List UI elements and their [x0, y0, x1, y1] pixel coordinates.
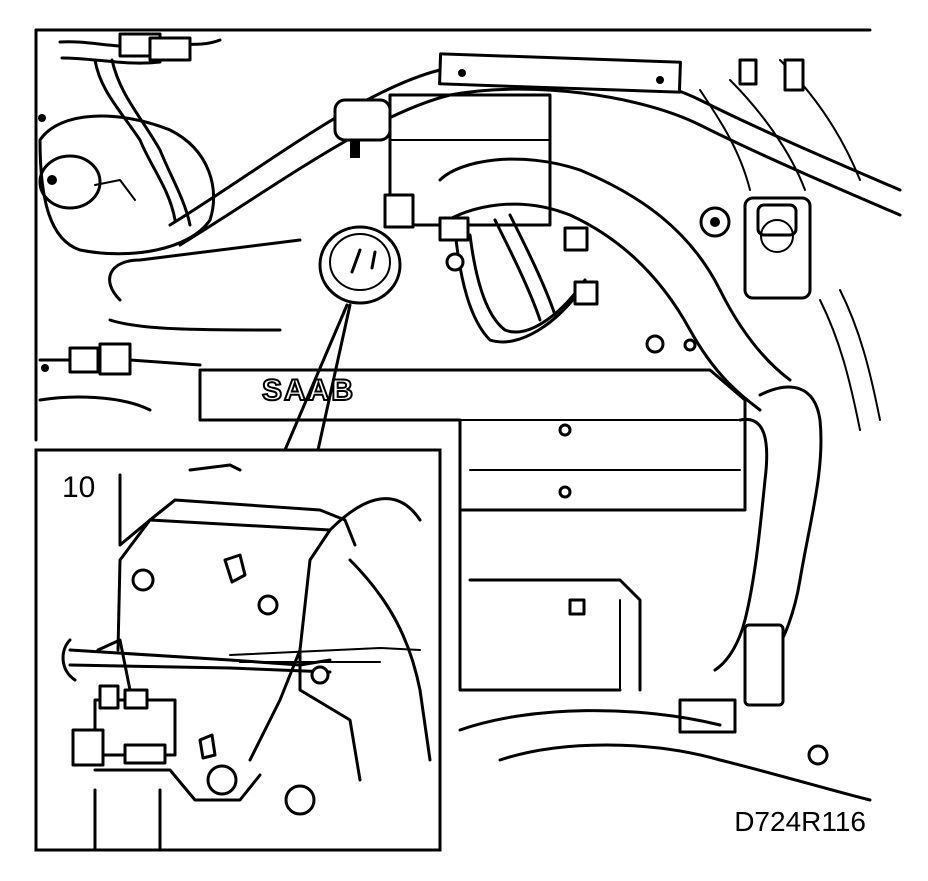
detail-inset	[34, 448, 442, 852]
injector-lines	[438, 213, 599, 344]
strut-tower	[38, 114, 216, 256]
engine-block	[458, 508, 642, 692]
strut-brace	[168, 52, 902, 247]
left-bay-items	[38, 238, 302, 412]
callout-number: 10	[62, 471, 96, 504]
ignition-cap	[318, 225, 402, 305]
center-bracket	[333, 93, 552, 229]
engine-brand-label: SAAB	[262, 374, 355, 407]
main-view-frame	[34, 28, 872, 442]
right-wiring	[699, 58, 881, 431]
leader-lines	[283, 303, 352, 452]
figure-code: D724R116	[734, 806, 866, 837]
valve-cover: SAAB	[198, 334, 747, 512]
lower-right-connector	[458, 623, 872, 802]
brake-booster	[699, 196, 812, 300]
intake-tube	[438, 157, 823, 672]
upper-hoses	[58, 32, 222, 227]
